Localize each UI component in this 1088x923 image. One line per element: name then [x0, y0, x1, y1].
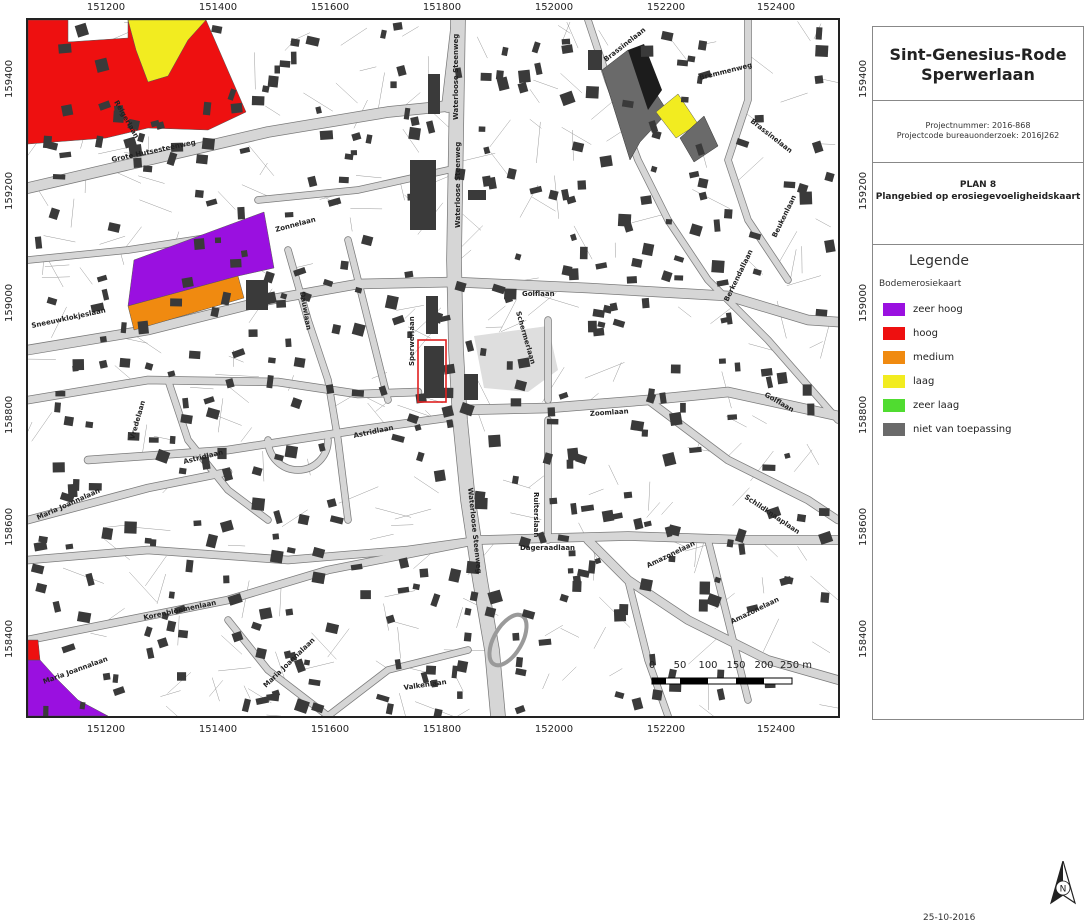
grid-x-label-bottom: 151400 [199, 724, 237, 735]
legend-label: zeer hoog [913, 304, 963, 315]
legend-item: zeer laag [883, 397, 959, 413]
legend-title: Legende [909, 253, 969, 269]
street-label-waterloose-1: Waterloose Steenweg [452, 34, 460, 120]
grid-x-label-bottom: 151200 [87, 724, 125, 735]
north-label: N [1060, 885, 1067, 895]
legend-item: laag [883, 373, 934, 389]
map-frame[interactable]: Grote Hutsesteenweg Waterloose Steenweg … [26, 18, 840, 718]
grid-y-label-right: 159200 [858, 172, 869, 210]
scale-label-100: 100 [698, 660, 717, 671]
legend-label: laag [913, 376, 934, 387]
grid-x-label-bottom: 151600 [311, 724, 349, 735]
north-arrow-icon: N [1049, 861, 1077, 905]
project-number: Projectnummer: 2016-868 [873, 121, 1083, 131]
grid-y-label-left: 158800 [4, 396, 15, 434]
legend-swatch [883, 399, 905, 412]
legend-item: zeer hoog [883, 301, 963, 317]
grid-y-label-left: 159000 [4, 284, 15, 322]
plan-number: PLAN 8 [873, 179, 1083, 191]
scale-labels: 0 50 100 150 200 250 m [652, 660, 812, 674]
map-canvas[interactable]: Grote Hutsesteenweg Waterloose Steenweg … [28, 20, 838, 716]
street-label-waterloose-2: Waterloose Steenweg [454, 142, 462, 228]
grid-y-label-right: 158800 [858, 396, 869, 434]
legend-panel: Sint-Genesius-Rode Sperwerlaan Projectnu… [872, 26, 1084, 720]
grid-x-label-bottom: 152000 [535, 724, 573, 735]
title-block: Sint-Genesius-Rode Sperwerlaan [873, 27, 1083, 101]
scale-label-0: 0 [649, 660, 655, 671]
map-title: Sint-Genesius-Rode [873, 45, 1083, 65]
legend-swatch [883, 303, 905, 316]
map-date: 25-10-2016 [923, 913, 975, 923]
grid-x-label-bottom: 152200 [647, 724, 685, 735]
grid-x-label-bottom: 152400 [757, 724, 795, 735]
scale-label-50: 50 [674, 660, 687, 671]
scale-bar [652, 678, 792, 684]
project-code: Projectcode bureauonderzoek: 2016J262 [873, 131, 1083, 141]
map-subtitle: Sperwerlaan [873, 65, 1083, 85]
grid-y-label-left: 158600 [4, 508, 15, 546]
grid-x-label-top: 152000 [535, 2, 573, 13]
legend-swatch [883, 423, 905, 436]
grid-x-label-top: 151200 [87, 2, 125, 13]
legend-swatch [883, 351, 905, 364]
grid-x-label-top: 151400 [199, 2, 237, 13]
legend-label: medium [913, 352, 954, 363]
legend-label: niet van toepassing [913, 424, 1011, 435]
grid-y-label-right: 159400 [858, 60, 869, 98]
legend-swatch [883, 327, 905, 340]
scale-label-200: 200 [754, 660, 773, 671]
legend-subtitle: Bodemerosiekaart [879, 279, 961, 289]
plan-block: PLAN 8 Plangebied op erosiegevoeligheids… [873, 163, 1083, 245]
legend-label: hoog [913, 328, 938, 339]
legend-swatch [883, 375, 905, 388]
grid-x-label-bottom: 151800 [423, 724, 461, 735]
legend-item: niet van toepassing [883, 421, 1011, 437]
grid-y-label-left: 159400 [4, 60, 15, 98]
street-label-dageraadlaan: Dageraadlaan [520, 544, 575, 552]
grid-x-label-top: 151800 [423, 2, 461, 13]
grid-x-label-top: 152400 [757, 2, 795, 13]
plan-description: Plangebied op erosiegevoeligheidskaart [873, 191, 1083, 203]
scale-label-250: 250 m [780, 660, 812, 671]
legend-label: zeer laag [913, 400, 959, 411]
scale-label-150: 150 [726, 660, 745, 671]
legend-item: hoog [883, 325, 938, 341]
legend-item: medium [883, 349, 954, 365]
erosion-zone-hoog-sw [28, 640, 40, 660]
grid-y-label-left: 159200 [4, 172, 15, 210]
grid-x-label-top: 151600 [311, 2, 349, 13]
grid-y-label-right: 158600 [858, 508, 869, 546]
legend-block: Legende Bodemerosiekaart zeer hoog hoog me… [873, 245, 1083, 721]
street-label-golflaan-1: Golflaan [522, 290, 555, 298]
grid-y-label-right: 159000 [858, 284, 869, 322]
grid-y-label-left: 158400 [4, 620, 15, 658]
grid-x-label-top: 152200 [647, 2, 685, 13]
grid-y-label-right: 158400 [858, 620, 869, 658]
street-label-ruiterslaan: Ruiterslaan [532, 492, 540, 537]
project-block: Projectnummer: 2016-868 Projectcode bure… [873, 101, 1083, 163]
street-label-sperwerlaan: Sperwerlaan [408, 316, 416, 366]
